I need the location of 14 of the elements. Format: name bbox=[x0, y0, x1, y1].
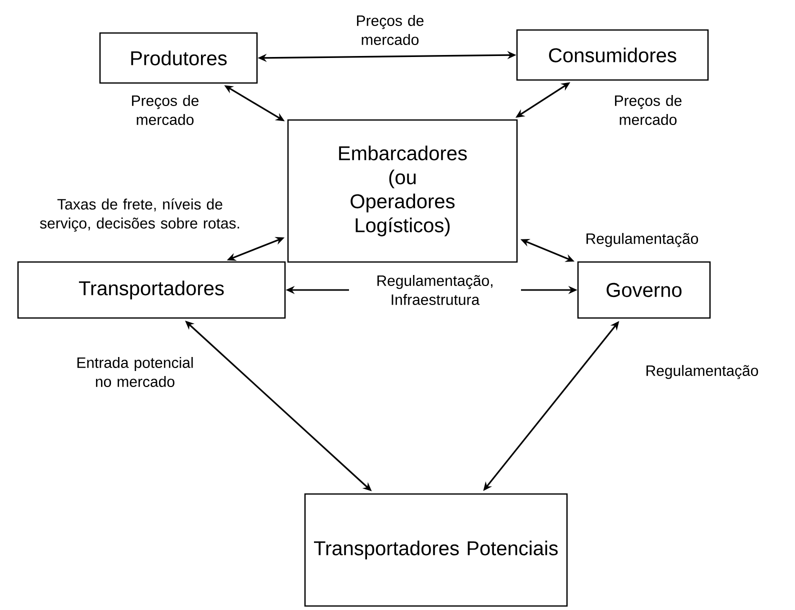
process-box: Embarcadores (ou Operadores Logísticos) bbox=[287, 119, 518, 263]
process-box: Governo bbox=[577, 261, 711, 319]
edge-label: Regulamentação, Infraestrutura bbox=[349, 274, 521, 306]
edge-label: Regulamentação bbox=[646, 364, 758, 380]
process-box: Produtores bbox=[99, 32, 258, 84]
process-box: Transportadores bbox=[17, 261, 286, 319]
edge-label: Regulamentação bbox=[586, 232, 698, 248]
edge-label: Taxas de frete, níveis de serviço, decisões sobre rotas. bbox=[40, 198, 240, 232]
process-box: Consumidores bbox=[516, 29, 709, 81]
edge-label: Preços de mercado bbox=[132, 95, 198, 125]
edge-label: Entrada potencial no mercado bbox=[77, 357, 193, 387]
process-box: Transportadores Potenciais bbox=[304, 493, 568, 607]
edge-label: Preços de mercado bbox=[615, 95, 682, 125]
edge-label: Preços de mercado bbox=[357, 15, 424, 45]
